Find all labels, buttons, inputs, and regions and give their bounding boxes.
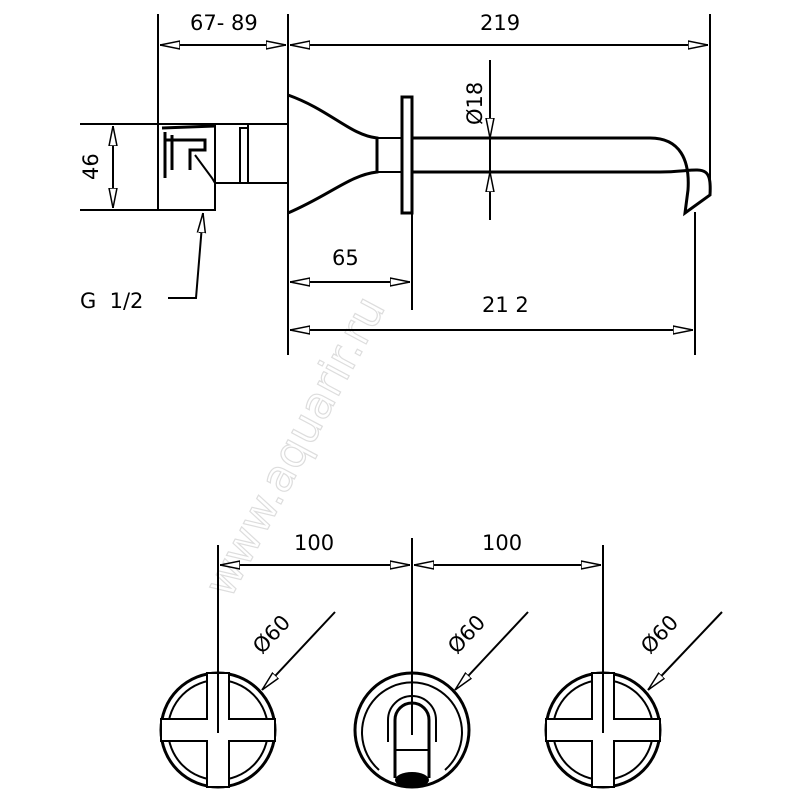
dim-total-length: 219 xyxy=(480,11,520,35)
spout-diameter: Ø60 xyxy=(443,610,490,658)
thread-leader xyxy=(168,213,203,299)
dim-spacing-left: 100 xyxy=(294,531,334,555)
leader-left xyxy=(261,611,336,691)
dim-pipe-diameter: Ø18 xyxy=(463,82,487,125)
dim-height: 46 xyxy=(79,153,103,180)
faucet-side-view xyxy=(157,93,712,217)
dim-mount-depth: 67- 89 xyxy=(190,11,258,35)
leader-right xyxy=(647,611,723,691)
extension-lines xyxy=(80,14,711,355)
thread-label: G 1/2 xyxy=(80,289,143,313)
handle-left-diameter: Ø60 xyxy=(248,610,295,658)
dim-spacing-right: 100 xyxy=(482,531,522,555)
leader-center xyxy=(454,611,529,691)
watermark: www.aquarir.ru xyxy=(195,288,396,605)
spout-front-view xyxy=(353,671,471,789)
handle-right-diameter: Ø60 xyxy=(636,610,683,658)
dim-spout-reach: 21 2 xyxy=(482,293,529,317)
dim-flange-offset: 65 xyxy=(332,246,359,270)
